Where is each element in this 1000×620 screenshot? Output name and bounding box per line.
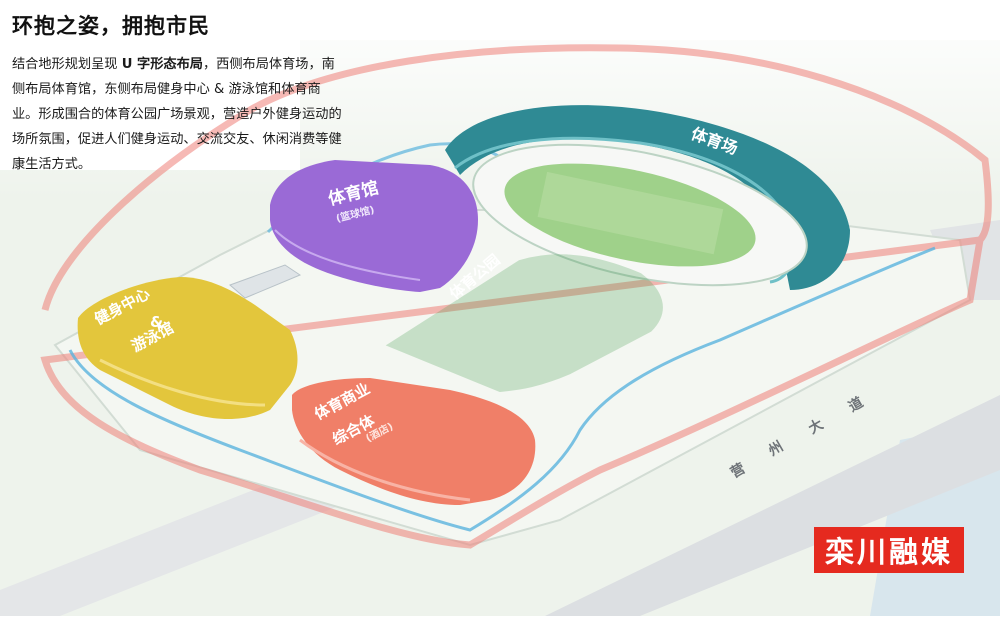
svg-text:州: 州: [765, 439, 786, 460]
watermark-logo: 栾川融媒: [814, 527, 964, 573]
walking-path: [68, 246, 936, 532]
fitness-amp: &: [150, 313, 163, 331]
fitness-swimming-center[interactable]: 健身中心 & 游泳馆: [77, 277, 298, 420]
description-emphasis: U 字形态布局: [121, 57, 203, 72]
description-body: ，西侧布局体育场，南侧布局体育馆，东侧布局健身中心 & 游泳馆和体育商业。形成围…: [12, 57, 342, 172]
commercial-complex[interactable]: 体育商业 综合体 (酒店): [292, 378, 536, 505]
site-base: [53, 209, 972, 547]
site-boundary: [40, 44, 992, 549]
main-road: [545, 395, 1000, 616]
stadium[interactable]: 体育场: [445, 105, 850, 311]
gymnasium[interactable]: 体育馆 (篮球馆): [270, 160, 478, 292]
page-title: 环抱之姿，拥抱市民: [12, 14, 210, 38]
description-text: 结合地形规划呈现 U 字形态布局，西侧布局体育场，南侧布局体育馆，东侧布局健身中…: [12, 52, 342, 177]
description-intro: 结合地形规划呈现: [12, 57, 122, 72]
